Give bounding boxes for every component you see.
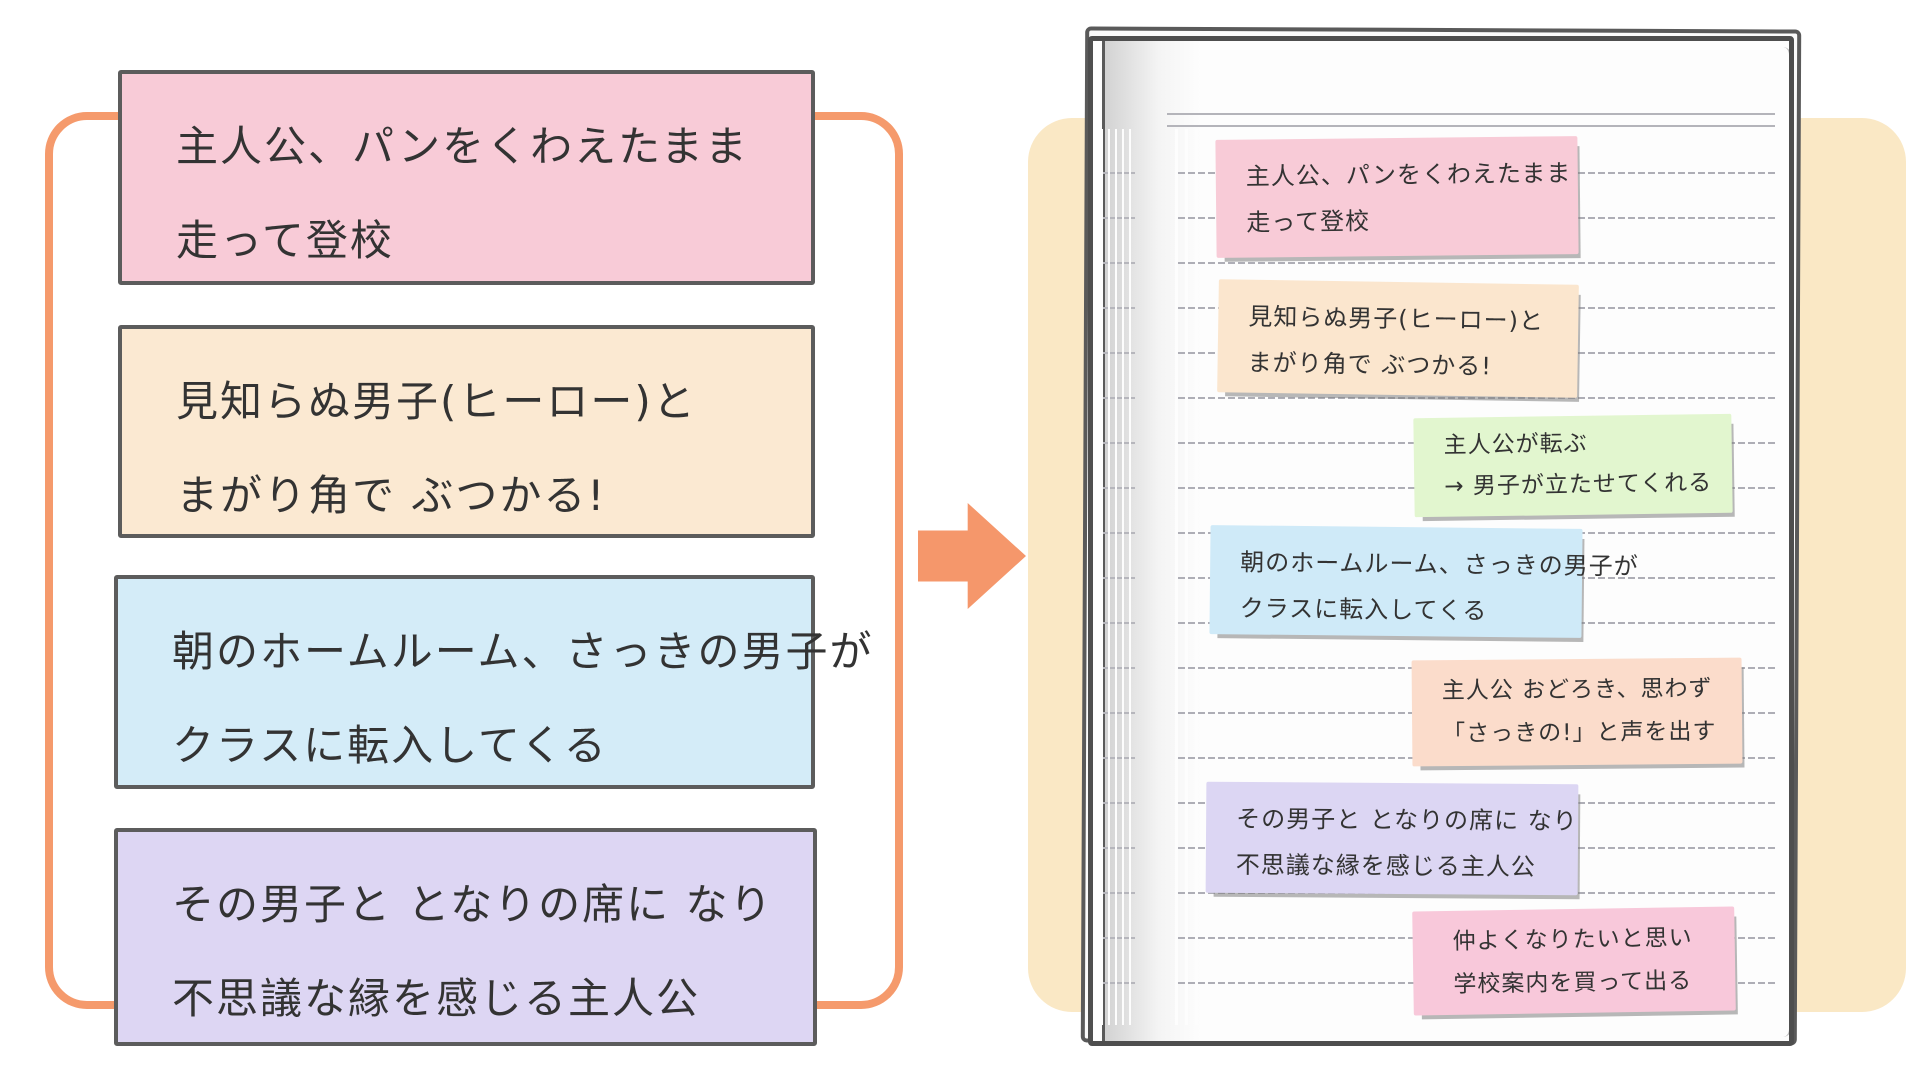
note-text-line: 学校案内を買って出る (1453, 968, 1693, 998)
note-text-line: 不思議な縁を感じる主人公 (172, 974, 701, 1023)
right-arrow-icon (918, 503, 1026, 609)
page-note-homeroom-transfer: 朝のホームルーム、さっきの男子が クラスに転入してくる (1209, 525, 1639, 638)
note-text-line: 走って登校 (176, 216, 394, 265)
note-text-line: 朝のホームルーム、さっきの男子が (1240, 548, 1639, 581)
note-text-line: クラスに転入してくる (1239, 594, 1488, 625)
note-text-line: → 男子が立たせてくれる (1444, 470, 1713, 500)
note-text-line: 朝のホームルーム、さっきの男子が (172, 627, 874, 676)
note-text-line: まがり角で ぶつかる! (176, 471, 607, 520)
note-text-line: クラスに転入してくる (172, 721, 608, 770)
note-text-line: 走って登校 (1246, 207, 1371, 237)
page-note-school-tour: 仲よくなりたいと思い 学校案内を買って出る (1412, 906, 1736, 1016)
page-note-bump-corner: 見知らぬ男子(ヒーロー)と まがり角で ぶつかる! (1217, 279, 1579, 398)
page-stack-edge (1779, 47, 1789, 1037)
sticky-note-bump-corner: 見知らぬ男子(ヒーロー)と まがり角で ぶつかる! (118, 325, 815, 538)
note-text-line: 見知らぬ男子(ヒーロー)と (1248, 302, 1545, 336)
page-note-next-seat: その男子と となりの席に なり 不思議な縁を感じる主人公 (1205, 781, 1579, 896)
note-text-line: 仲よくなりたいと思い (1452, 925, 1693, 955)
note-text-line: その男子と となりの席に なり (172, 880, 774, 929)
note-text-line: まがり角で ぶつかる! (1247, 348, 1493, 381)
note-text-line: 不思議な縁を感じる主人公 (1235, 850, 1536, 882)
page-note-falls-helped-up: 主人公が転ぶ → 男子が立たせてくれる (1413, 413, 1733, 518)
page-note-bread-run: 主人公、パンをくわえたまま 走って登校 (1215, 136, 1579, 258)
sticky-note-homeroom-transfer: 朝のホームルーム、さっきの男子が クラスに転入してくる (114, 575, 874, 789)
note-text-line: 主人公、パンをくわえたまま (1245, 159, 1572, 191)
note-text-line: 主人公、パンをくわえたまま (176, 122, 749, 171)
note-text-line: 「さっきの!」と声を出す (1442, 718, 1717, 748)
page-header-rule (1167, 113, 1775, 127)
page-note-surprised-shout: 主人公 おどろき、思わず 「さっきの!」と声を出す (1411, 657, 1743, 767)
note-text-line: 見知らぬ男子(ヒーロー)と (176, 377, 697, 426)
margin-rule-stubs (1101, 129, 1135, 1025)
note-text-line: 主人公が転ぶ (1443, 430, 1588, 459)
note-text-line: その男子と となりの席に なり (1236, 804, 1578, 836)
sticky-note-next-seat: その男子と となりの席に なり 不思議な縁を感じる主人公 (114, 828, 817, 1046)
note-text-line: 主人公 おどろき、思わず (1441, 675, 1713, 705)
sticky-note-bread-run: 主人公、パンをくわえたまま 走って登校 (118, 70, 815, 285)
